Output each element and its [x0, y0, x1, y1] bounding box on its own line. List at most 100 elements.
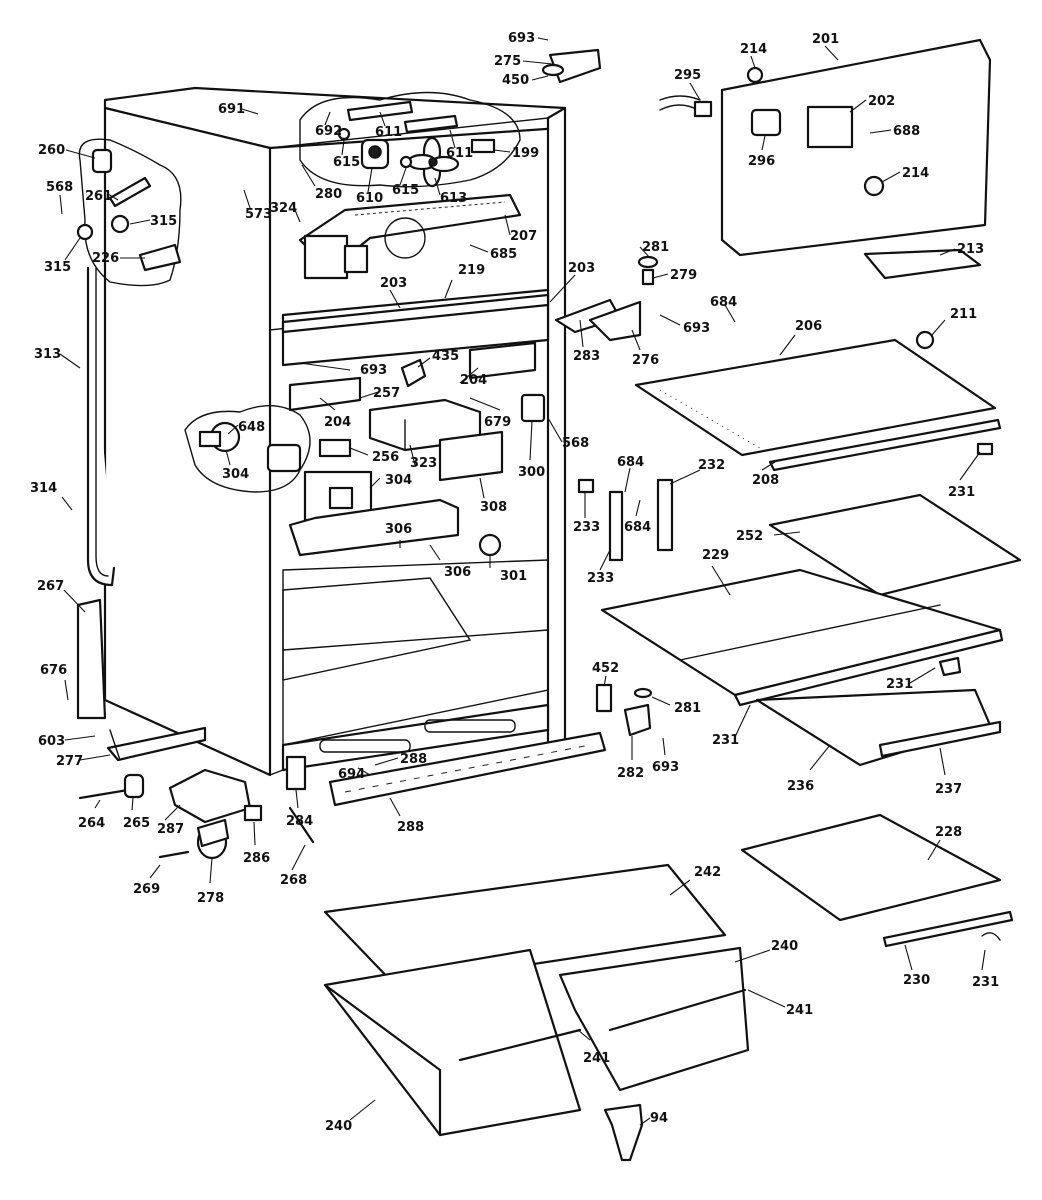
callout-94: 94 [650, 1111, 668, 1126]
callout-693-top: 693 [508, 31, 535, 46]
callout-693-low: 693 [652, 760, 679, 775]
callout-267: 267 [37, 579, 64, 594]
callout-684-mid: 684 [617, 455, 644, 470]
callout-304-b: 304 [385, 473, 412, 488]
callout-231-a: 231 [948, 485, 975, 500]
callout-201: 201 [812, 32, 839, 47]
callout-233-a: 233 [573, 520, 600, 535]
callout-219: 219 [458, 263, 485, 278]
callout-261: 261 [85, 189, 112, 204]
callout-676: 676 [40, 663, 67, 678]
callout-691: 691 [218, 102, 245, 117]
callout-306-a: 306 [385, 522, 412, 537]
callout-203-b: 203 [568, 261, 595, 276]
callout-296: 296 [748, 154, 775, 169]
callout-304-a: 304 [222, 467, 249, 482]
callout-688: 688 [893, 124, 920, 139]
bottom-hardware [78, 683, 653, 860]
callout-281-top: 281 [642, 240, 669, 255]
callout-603: 603 [38, 734, 65, 749]
callout-286: 286 [243, 851, 270, 866]
callout-242: 242 [694, 865, 721, 880]
callout-269: 269 [133, 882, 160, 897]
callout-323: 323 [410, 456, 437, 471]
callout-237: 237 [935, 782, 962, 797]
callout-206: 206 [795, 319, 822, 334]
callout-615-a: 615 [333, 155, 360, 170]
callout-231-c: 231 [712, 733, 739, 748]
callout-labels: 693 275 450 295 214 201 202 688 296 214 … [30, 31, 999, 1134]
callout-684-b: 684 [624, 520, 651, 535]
callout-240-b: 240 [325, 1119, 352, 1134]
callout-450: 450 [502, 73, 529, 88]
callout-694: 694 [338, 767, 365, 782]
callout-573: 573 [245, 207, 272, 222]
callout-230: 230 [903, 973, 930, 988]
freezer-door-liner [659, 38, 992, 280]
callout-315-a: 315 [150, 214, 177, 229]
upper-wire-shelf [634, 330, 1002, 472]
callout-284: 284 [286, 814, 313, 829]
left-side-parts [76, 138, 207, 762]
callout-204-a: 204 [460, 373, 487, 388]
callout-613: 613 [440, 191, 467, 206]
callout-283: 283 [573, 349, 600, 364]
callout-315-b: 315 [44, 260, 71, 275]
callout-281-mid: 281 [674, 701, 701, 716]
callout-214-mid: 214 [902, 166, 929, 181]
callout-228: 228 [935, 825, 962, 840]
callout-611-a: 611 [375, 125, 402, 140]
callout-275: 275 [494, 54, 521, 69]
callout-213: 213 [957, 242, 984, 257]
callout-692: 692 [315, 124, 342, 139]
freezer-parts-cluster [281, 91, 550, 334]
lower-wire-shelf [740, 813, 1014, 948]
callout-264: 264 [78, 816, 105, 831]
callout-610: 610 [356, 191, 383, 206]
callout-300: 300 [518, 465, 545, 480]
callout-615-b: 615 [392, 183, 419, 198]
callout-693-left: 693 [360, 363, 387, 378]
callout-280: 280 [315, 187, 342, 202]
callout-435: 435 [432, 349, 459, 364]
callout-279: 279 [670, 268, 697, 283]
callout-211: 211 [950, 307, 977, 322]
callout-324: 324 [270, 201, 297, 216]
callout-452: 452 [592, 661, 619, 676]
callout-236: 236 [787, 779, 814, 794]
callout-257: 257 [373, 386, 400, 401]
fan-blade [406, 136, 460, 188]
callout-260: 260 [38, 143, 65, 158]
callout-278: 278 [197, 891, 224, 906]
middle-shelves [577, 478, 1022, 767]
control-cluster [184, 341, 546, 557]
crisper-pans [323, 863, 750, 1162]
callout-231-d: 231 [972, 975, 999, 990]
callout-202: 202 [868, 94, 895, 109]
hinge-parts [541, 48, 659, 342]
callout-231-b: 231 [886, 677, 913, 692]
callout-204-b: 204 [324, 415, 351, 430]
callout-203-a: 203 [380, 276, 407, 291]
callout-252: 252 [736, 529, 763, 544]
callout-301: 301 [500, 569, 527, 584]
callout-611-b: 611 [446, 146, 473, 161]
callout-568-left: 568 [46, 180, 73, 195]
callout-568-mid: 568 [562, 436, 589, 451]
callout-314: 314 [30, 481, 57, 496]
callout-648: 648 [238, 420, 265, 435]
callout-693-mid: 693 [683, 321, 710, 336]
callout-277: 277 [56, 754, 83, 769]
callout-685: 685 [490, 247, 517, 262]
callout-288-a: 288 [400, 752, 427, 767]
callout-233-b: 233 [587, 571, 614, 586]
callout-207: 207 [510, 229, 537, 244]
callout-199: 199 [512, 146, 539, 161]
shelf-wires [659, 389, 761, 449]
callout-265: 265 [123, 816, 150, 831]
callout-282: 282 [617, 766, 644, 781]
callout-208: 208 [752, 473, 779, 488]
callout-684-top: 684 [710, 295, 737, 310]
callout-679: 679 [484, 415, 511, 430]
